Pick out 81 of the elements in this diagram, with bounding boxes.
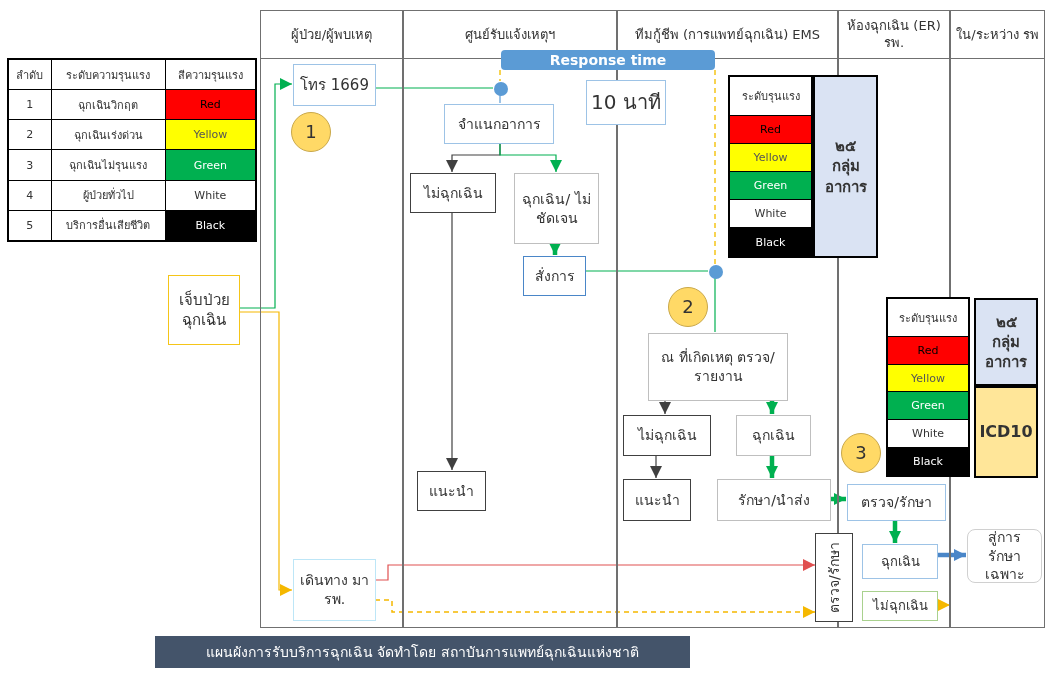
arrow: [937, 549, 966, 561]
arrow: [659, 399, 671, 415]
junction-dot: [494, 82, 508, 96]
table-cell: White: [887, 419, 969, 448]
process-box: สู่การรักษา เฉพาะ: [967, 529, 1042, 583]
lane-header: ทีมกู้ชีพ (การแพทย์ฉุกเฉิน) EMS: [633, 25, 822, 45]
process-box: ฉุกเฉิน/ ไม่ชัดเจน: [514, 173, 599, 244]
process-box: แนะนำ: [417, 471, 486, 511]
table-cell: Black: [729, 227, 812, 257]
junction-dot: [709, 265, 723, 279]
response-time-bar: Response time: [501, 50, 715, 70]
arrow: [830, 493, 846, 505]
process-box: ตรวจ/รักษา: [847, 484, 946, 521]
symptom-group-box: ๒๕ กลุ่ม อาการ: [813, 75, 878, 258]
table-cell: Red: [165, 89, 256, 120]
process-box: สั่งการ: [523, 256, 586, 296]
table-cell: Green: [165, 150, 256, 181]
table-cell: Yellow: [887, 364, 969, 392]
arrow: [766, 400, 778, 414]
table-header-cell: ลำดับ: [8, 59, 52, 90]
arrow: [374, 599, 816, 618]
process-box: รักษา/นำส่ง: [717, 479, 831, 521]
process-box: ไม่ฉุกเฉิน: [410, 173, 496, 213]
arrow: [549, 243, 561, 255]
table-cell: 3: [8, 150, 52, 181]
table-cell: Red: [887, 336, 969, 365]
lane-header: ผู้ป่วย/ผู้พบเหตุ: [289, 25, 374, 45]
arrow: [766, 455, 778, 478]
arrow: [446, 211, 458, 471]
connector-line: [714, 277, 716, 333]
arrow: [374, 559, 816, 581]
time-box: 10 นาที: [586, 80, 666, 125]
table-cell: ผู้ป่วยทั่วไป: [51, 180, 166, 211]
lane-header: ใน/ระหว่าง รพ: [955, 25, 1040, 44]
code-box: ICD10: [974, 386, 1038, 478]
connector-line: [499, 94, 501, 104]
table-cell: Green: [887, 391, 969, 420]
table-cell: Green: [729, 171, 812, 200]
connector-line: [374, 87, 494, 89]
step-number-badge: 1: [291, 112, 331, 152]
arrow: [499, 142, 562, 173]
table-cell: ฉุกเฉินเร่งด่วน: [51, 119, 166, 150]
process-box: เดินทาง มา รพ.: [293, 559, 376, 621]
process-box: ไม่ฉุกเฉิน: [862, 591, 938, 621]
symptom-group-box: ๒๕ กลุ่ม อาการ: [974, 298, 1038, 386]
table-cell: Black: [165, 210, 256, 241]
table-cell: White: [729, 199, 812, 228]
lane-header: ศูนย์รับแจ้งเหตุฯ: [464, 25, 556, 45]
table-cell: White: [165, 180, 256, 211]
process-box: แนะนำ: [623, 479, 691, 521]
table-cell: 1: [8, 89, 52, 120]
arrow: [239, 311, 293, 596]
connector-line: [584, 270, 709, 272]
process-box: ฉุกเฉิน: [736, 415, 811, 456]
table-header-cell: ระดับความรุนแรง: [51, 59, 166, 90]
table-cell: 4: [8, 180, 52, 211]
connector-line: [499, 69, 501, 82]
table-cell: 2: [8, 119, 52, 150]
table-cell: Red: [729, 115, 812, 144]
arrow: [239, 78, 293, 309]
table-cell: Yellow: [165, 119, 256, 150]
process-box: จำแนกอาการ: [444, 104, 554, 144]
arrow: [936, 599, 951, 611]
process-box: ฉุกเฉิน: [862, 544, 938, 579]
process-box: ณ ที่เกิดเหตุ ตรวจ/รายงาน: [648, 333, 788, 401]
start-box: เจ็บป่วย ฉุกเฉิน: [168, 275, 240, 345]
swimlane: [260, 10, 403, 628]
caption-bar: แผนผังการรับบริการฉุกเฉิน จัดทำโดย สถาบันการแพทย์ฉุกเฉินแห่งชาติ: [155, 636, 690, 668]
table-cell: ฉุกเฉินวิกฤต: [51, 89, 166, 120]
process-box: โทร 1669: [293, 64, 376, 106]
connector-line: [714, 69, 716, 265]
process-box: ไม่ฉุกเฉิน: [623, 415, 711, 456]
process-box: ตรวจ/รักษา: [815, 533, 853, 622]
arrow: [889, 520, 901, 543]
step-number-badge: 2: [668, 287, 708, 327]
arrow: [650, 454, 662, 479]
table-cell: ฉุกเฉินไม่รุนแรง: [51, 150, 166, 181]
lane-header: ห้องฉุกเฉิน (ER) รพ.: [846, 17, 942, 52]
step-number-badge: 3: [841, 433, 881, 473]
table-cell: Yellow: [729, 143, 812, 172]
table-cell: Black: [887, 447, 969, 476]
